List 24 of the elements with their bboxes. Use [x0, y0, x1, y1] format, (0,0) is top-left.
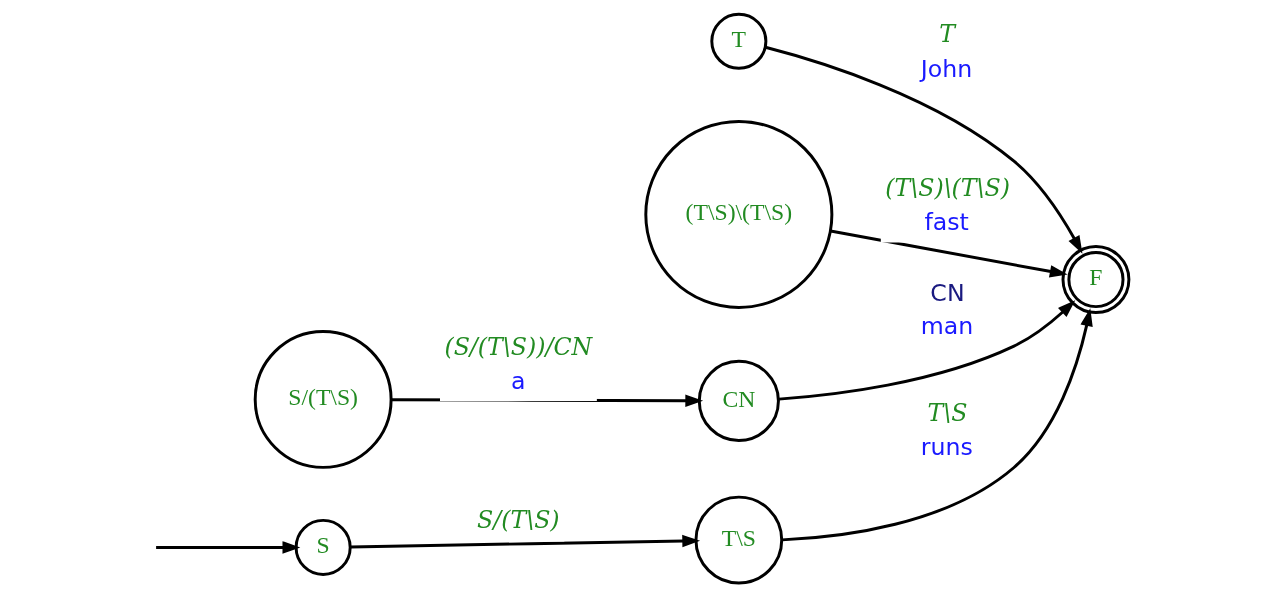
- arrow: [829, 229, 1068, 278]
- label: man: [920, 312, 973, 341]
- label: runs: [920, 433, 973, 462]
- node-circle: S: [294, 518, 352, 576]
- label: John: [920, 54, 972, 83]
- arrow: [781, 308, 1093, 542]
- edge-label: T\S: [926, 399, 967, 428]
- label: a: [510, 366, 526, 395]
- arrow: [155, 541, 300, 554]
- edge-label: S/(T\S): [476, 505, 560, 534]
- node-circle: T: [709, 12, 767, 70]
- edge-label: (T\S)\(T\S): [884, 174, 1010, 203]
- arrow: [349, 534, 700, 549]
- arrow: [778, 300, 1075, 401]
- node-circle: F: [1061, 245, 1130, 314]
- edge-label: T: [938, 20, 955, 49]
- edge-label: CN: [929, 279, 965, 308]
- arrow: [764, 45, 1082, 254]
- node-circle: (T\S)\(T\S): [643, 119, 833, 309]
- node-circle: T\S: [694, 495, 783, 585]
- node-circle: CN: [697, 359, 780, 442]
- edge-label: (S/(T\S))/CN: [443, 332, 592, 361]
- node-circle: S/(T\S): [253, 330, 393, 469]
- label: fast: [923, 208, 969, 237]
